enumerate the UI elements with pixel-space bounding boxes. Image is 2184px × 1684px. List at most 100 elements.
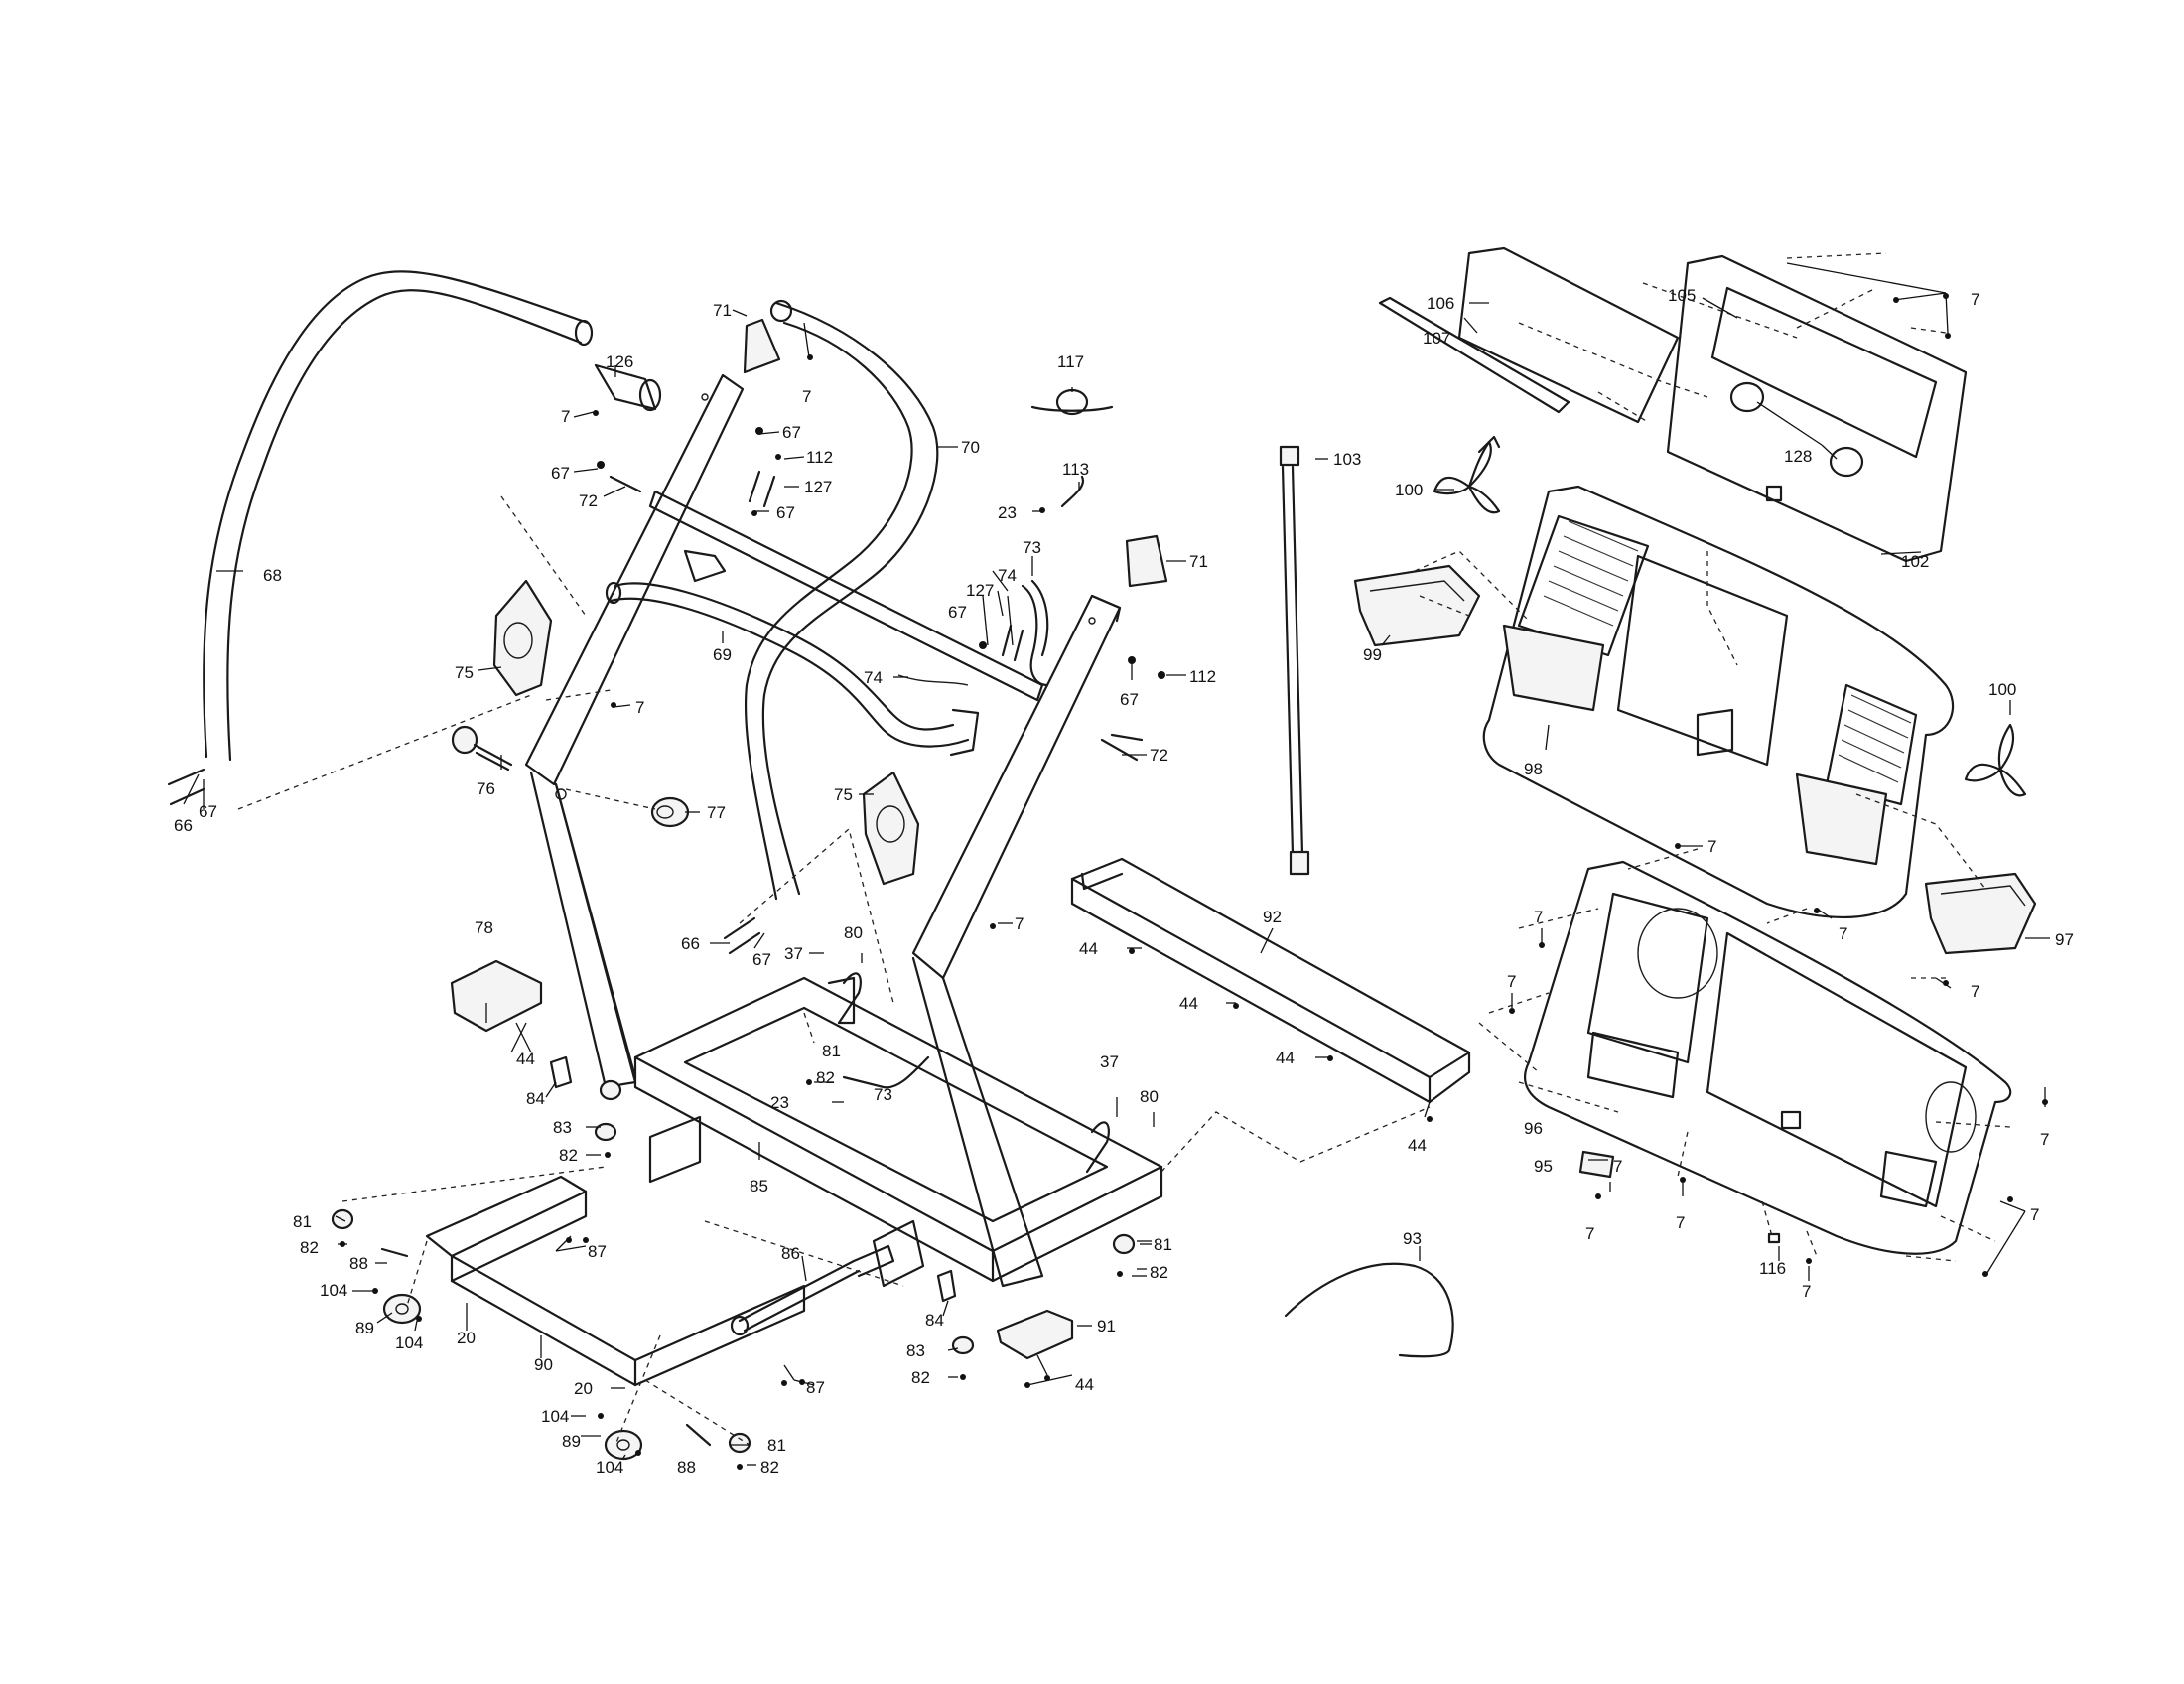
left-wheel bbox=[382, 1293, 422, 1325]
callout-87: 87 bbox=[806, 1378, 825, 1397]
callout-88: 88 bbox=[677, 1458, 696, 1476]
callout-75: 75 bbox=[455, 663, 474, 682]
callout-100: 100 bbox=[1988, 680, 2016, 699]
callout-113: 113 bbox=[1062, 460, 1089, 479]
rear-bracket bbox=[648, 1115, 702, 1184]
wire-113 bbox=[1060, 475, 1085, 508]
callout-76: 76 bbox=[477, 779, 495, 798]
callout-77: 77 bbox=[707, 803, 726, 822]
callout-82: 82 bbox=[559, 1146, 578, 1165]
callout-66: 66 bbox=[681, 934, 700, 953]
left-side-cover bbox=[492, 579, 553, 697]
callout-37: 37 bbox=[1100, 1052, 1119, 1071]
hardware-bolts bbox=[167, 470, 1144, 1447]
upright-cap-left bbox=[743, 318, 781, 374]
strip-107 bbox=[1378, 296, 1570, 414]
callout-82: 82 bbox=[760, 1458, 779, 1476]
upright-crossbar bbox=[648, 490, 1044, 702]
front-foot-cover bbox=[996, 1309, 1074, 1360]
console-rear-96 bbox=[1523, 860, 2012, 1255]
left-upright bbox=[524, 373, 745, 1089]
callout-20: 20 bbox=[457, 1329, 476, 1347]
callout-95: 95 bbox=[1534, 1157, 1553, 1176]
callout-7: 7 bbox=[1802, 1282, 1811, 1301]
callout-128: 128 bbox=[1784, 447, 1812, 466]
right-upright bbox=[911, 594, 1122, 1288]
callout-90: 90 bbox=[534, 1355, 553, 1374]
left-hook bbox=[837, 972, 862, 1025]
callout-80: 80 bbox=[1140, 1087, 1159, 1106]
cable-93 bbox=[1284, 1262, 1454, 1358]
callout-117: 117 bbox=[1057, 352, 1084, 371]
callout-71: 71 bbox=[1189, 552, 1208, 571]
callout-7: 7 bbox=[561, 407, 570, 426]
callout-7: 7 bbox=[1507, 972, 1516, 991]
sensor-wire bbox=[897, 674, 969, 686]
feet bbox=[331, 1079, 1136, 1454]
callout-44: 44 bbox=[1179, 994, 1198, 1013]
callout-105: 105 bbox=[1668, 286, 1696, 305]
callout-73: 73 bbox=[874, 1085, 892, 1104]
callout-112: 112 bbox=[1189, 667, 1216, 686]
callout-127: 127 bbox=[804, 478, 832, 496]
callout-93: 93 bbox=[1403, 1229, 1422, 1248]
front-crossmember bbox=[1070, 857, 1471, 1104]
callout-44: 44 bbox=[1276, 1049, 1295, 1067]
callout-104: 104 bbox=[596, 1458, 623, 1476]
handlebar-grip-69 bbox=[605, 581, 980, 757]
callout-81: 81 bbox=[1154, 1235, 1172, 1254]
fan-left bbox=[1433, 435, 1501, 514]
callout-73: 73 bbox=[1023, 538, 1041, 557]
callout-7: 7 bbox=[802, 387, 811, 406]
plate-84-left bbox=[549, 1055, 573, 1089]
callout-7: 7 bbox=[1534, 908, 1543, 926]
tray-97 bbox=[1924, 872, 2037, 955]
part-callouts: 7 126 67 72 68 66 67 75 7 76 77 71 7 67 … bbox=[174, 286, 2074, 1476]
callout-67: 67 bbox=[782, 423, 801, 442]
rear-base-tube bbox=[425, 1175, 806, 1387]
callout-23: 23 bbox=[770, 1093, 789, 1112]
callout-82: 82 bbox=[816, 1068, 835, 1087]
callout-82: 82 bbox=[1150, 1263, 1168, 1282]
right-hook bbox=[1085, 1121, 1110, 1174]
upright-cap-right bbox=[1125, 534, 1168, 588]
rear-foot-cover bbox=[450, 959, 543, 1033]
callout-67: 67 bbox=[776, 503, 795, 522]
callout-7: 7 bbox=[1707, 837, 1716, 856]
callout-91: 91 bbox=[1097, 1317, 1116, 1335]
callout-78: 78 bbox=[475, 918, 493, 937]
callout-7: 7 bbox=[1839, 924, 1847, 943]
callout-80: 80 bbox=[844, 923, 863, 942]
left-handrail bbox=[203, 270, 594, 762]
right-wheel bbox=[604, 1429, 643, 1461]
callout-88: 88 bbox=[349, 1254, 368, 1273]
callout-100: 100 bbox=[1395, 481, 1423, 499]
callout-92: 92 bbox=[1263, 908, 1282, 926]
callout-106: 106 bbox=[1427, 294, 1454, 313]
callout-104: 104 bbox=[395, 1333, 423, 1352]
callout-7: 7 bbox=[1613, 1157, 1622, 1176]
callout-72: 72 bbox=[1150, 746, 1168, 765]
lower-wire-harness bbox=[842, 1055, 930, 1089]
callout-112: 112 bbox=[806, 448, 833, 467]
callout-23: 23 bbox=[998, 503, 1017, 522]
callout-81: 81 bbox=[822, 1042, 841, 1060]
callout-20: 20 bbox=[574, 1379, 593, 1398]
callout-89: 89 bbox=[355, 1319, 374, 1337]
callout-104: 104 bbox=[320, 1281, 347, 1300]
right-side-cover bbox=[862, 771, 920, 886]
callout-66: 66 bbox=[174, 816, 193, 835]
screw-dots bbox=[340, 293, 2048, 1470]
base-frame bbox=[633, 976, 1163, 1283]
callout-126: 126 bbox=[606, 352, 633, 371]
callout-102: 102 bbox=[1901, 552, 1929, 571]
callout-107: 107 bbox=[1423, 329, 1450, 348]
callout-75: 75 bbox=[834, 785, 853, 804]
callout-68: 68 bbox=[263, 566, 282, 585]
callout-7: 7 bbox=[1676, 1213, 1685, 1232]
console-front bbox=[1666, 254, 1968, 563]
callout-74: 74 bbox=[864, 668, 883, 687]
callout-69: 69 bbox=[713, 645, 732, 664]
callout-70: 70 bbox=[961, 438, 980, 457]
callout-67: 67 bbox=[752, 950, 771, 969]
